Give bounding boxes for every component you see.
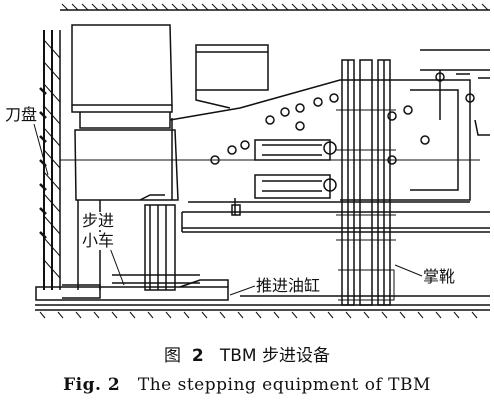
caption-cn: 图 2 TBM 步进设备 <box>0 341 494 366</box>
stepping-trolley-label-line2: 小车 <box>82 231 115 250</box>
tunnel-floor <box>35 304 490 319</box>
caption-cn-text: TBM 步进设备 <box>219 346 330 366</box>
main-shield <box>62 24 179 299</box>
trolley-leader <box>109 247 125 286</box>
caption-en-text: The stepping equipment of TBM <box>137 375 431 395</box>
caption-cn-number: 2 <box>191 346 204 366</box>
shoe-leader <box>394 264 423 277</box>
gripper-columns <box>336 59 396 306</box>
tunnel-roof <box>60 3 490 11</box>
stepping-trolley <box>112 194 200 291</box>
tbm-stepping-diagram <box>33 3 490 319</box>
rail-beams <box>181 201 490 233</box>
thrust-cylinders <box>231 139 337 216</box>
stepping-trolley-label-line1: 步进 <box>82 211 115 230</box>
caption-cn-prefix: 图 <box>164 346 181 366</box>
upper-machinery <box>169 44 490 201</box>
caption-en-prefix: Fig. 2 <box>63 375 121 395</box>
base-platform <box>35 279 490 301</box>
cutterhead-label: 刀盘 <box>5 105 38 124</box>
caption-en: Fig. 2 The stepping equipment of TBM <box>0 375 494 395</box>
leader-lines <box>33 123 423 296</box>
cylinder-leader <box>229 285 256 296</box>
shoe-label: 掌靴 <box>423 267 456 286</box>
thrust-cylinder-label: 推进油缸 <box>256 276 321 295</box>
cutterhead-leader <box>33 123 49 176</box>
cutterhead <box>39 30 61 290</box>
bolt-holes <box>210 93 430 165</box>
